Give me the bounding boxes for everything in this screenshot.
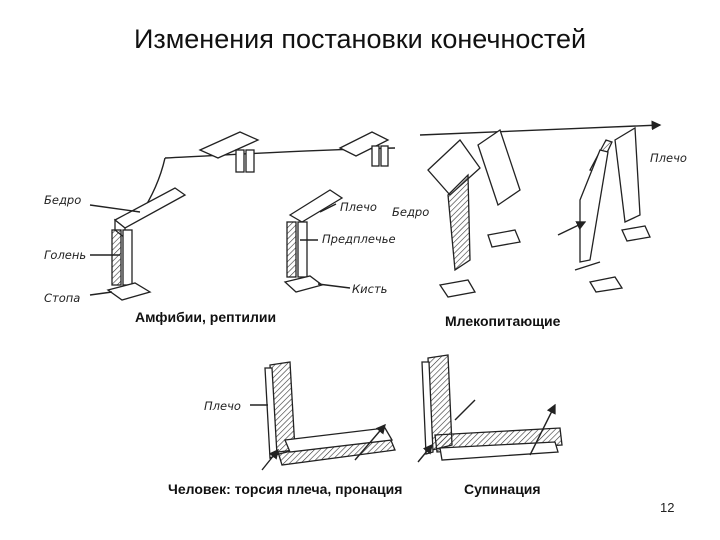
caption-human: Человек: торсия плеча, пронация bbox=[168, 481, 402, 497]
upper-arm-block bbox=[288, 189, 344, 223]
amphibian-reptile-limbs bbox=[89, 131, 396, 301]
label-foot: Стопа bbox=[44, 291, 80, 305]
caption-mammals: Млекопитающие bbox=[445, 313, 561, 329]
foot-block bbox=[106, 282, 152, 301]
label-shin: Голень bbox=[44, 248, 86, 262]
human-limbs bbox=[250, 354, 563, 471]
caption-amphibians: Амфибии, рептилии bbox=[135, 309, 276, 325]
mammal-shin bbox=[447, 173, 471, 272]
mammal-limbs bbox=[419, 120, 662, 298]
thigh-block bbox=[113, 187, 187, 229]
label-forearm: Предплечье bbox=[322, 232, 396, 246]
forearm-bone-1 bbox=[286, 221, 297, 278]
label-thigh: Бедро bbox=[44, 193, 81, 207]
slide-title: Изменения постановки конечностей bbox=[133, 24, 587, 54]
mammal-thigh bbox=[427, 139, 481, 196]
label-mammal-thigh: Бедро bbox=[392, 205, 429, 219]
label-human-shoulder: Плечо bbox=[204, 399, 241, 413]
label-hand: Кисть bbox=[352, 282, 387, 296]
shin-bone-2 bbox=[122, 229, 133, 286]
mammal-spine bbox=[419, 120, 662, 136]
label-upper-arm: Плечо bbox=[340, 200, 377, 214]
page-number: 12 bbox=[660, 500, 675, 515]
caption-supination: Супинация bbox=[464, 481, 541, 497]
label-mammal-shoulder: Плечо bbox=[650, 151, 687, 165]
hand-block bbox=[283, 275, 324, 293]
shin-bone-1 bbox=[111, 229, 122, 286]
mammal-foot bbox=[438, 279, 477, 298]
mammal-hand bbox=[588, 276, 624, 293]
